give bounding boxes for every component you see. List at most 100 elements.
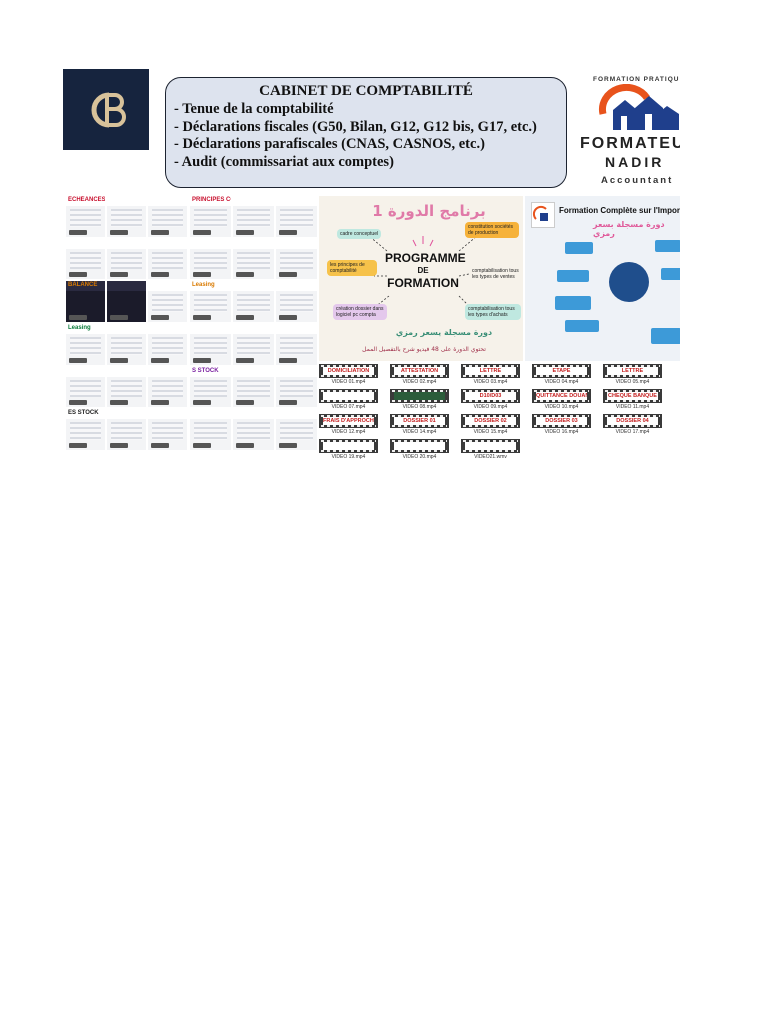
video-file-tile[interactable]: LETTRE VIDEO 05.mp4 (603, 364, 662, 386)
video-thumbnail[interactable] (233, 366, 274, 408)
video-thumbnail[interactable] (148, 409, 187, 450)
video-filename: VIDEO 04.mp4 (544, 379, 579, 385)
video-thumbnail[interactable] (190, 409, 231, 450)
film-strip-icon: FRAIS D'APPROCHE (319, 414, 378, 428)
duration-badge (151, 229, 169, 235)
video-tile-label: ETAPE (536, 367, 587, 375)
video-tile-label (394, 392, 445, 400)
video-thumbnail[interactable] (148, 238, 187, 280)
video-file-tile[interactable]: ETAPE VIDEO 04.mp4 (532, 364, 591, 386)
duration-badge (236, 400, 254, 406)
video-thumbnail[interactable] (148, 324, 187, 365)
video-file-tile[interactable]: VIDEO21.wmv (461, 439, 520, 461)
video-thumbnail[interactable]: Leasing (66, 324, 105, 365)
brand-name-2: NADIR (605, 154, 665, 170)
video-thumbnail[interactable]: ÉCHÉANCES (66, 196, 105, 237)
film-strip-icon (319, 439, 378, 453)
thumbnail-caption: ÉCHÉANCES (68, 197, 105, 203)
program-graphic: برنامج الدورة 1 PROGRAMME DE FORMATION c… (319, 196, 523, 361)
video-thumbnail[interactable] (107, 366, 146, 408)
video-filename: VIDEO 19.mp4 (331, 454, 366, 460)
duration-badge (279, 315, 297, 320)
program-node: création dossier dans logiciel pc compta (333, 304, 387, 320)
duration-badge (193, 272, 211, 278)
duration-badge (279, 229, 297, 235)
video-thumbnail[interactable]: ES STOCK (66, 409, 105, 450)
video-filename: VIDEO 12.mp4 (331, 429, 366, 435)
video-thumbnail[interactable] (107, 409, 146, 450)
video-thumbnail[interactable]: S STOCK (190, 366, 231, 408)
video-thumbnail[interactable] (107, 281, 146, 322)
video-thumbnail[interactable] (276, 409, 317, 450)
video-thumbnail[interactable] (148, 366, 187, 408)
video-thumbnail[interactable] (107, 196, 146, 237)
video-thumbnail[interactable] (233, 196, 274, 237)
video-thumbnail[interactable] (107, 238, 146, 280)
program-center-line: PROGRAMME (385, 251, 466, 265)
duration-badge (193, 400, 211, 406)
video-thumbnail[interactable] (276, 281, 317, 322)
video-thumbnail[interactable] (66, 366, 105, 408)
duration-badge (279, 272, 297, 278)
duration-badge (110, 443, 128, 448)
video-thumbnail[interactable] (276, 366, 317, 408)
video-thumbnail[interactable] (190, 324, 231, 365)
video-file-tile[interactable]: VIDEO 07.mp4 (319, 389, 378, 411)
video-thumbnail[interactable] (276, 238, 317, 280)
brand-name-3: Accountant (601, 175, 674, 186)
video-thumbnail[interactable]: PRINCIPES COMPTABLES (190, 196, 231, 237)
video-tile-label: DOMICILIATION (323, 367, 374, 375)
duration-badge (193, 229, 211, 235)
video-file-tile[interactable]: QUITTANCE DOUANEVIDEO 10.mp4 (532, 389, 591, 411)
program-footer: تحتوي الدورة على 48 فيديو شرح بالتفصيل ا… (362, 346, 486, 353)
video-thumbnail[interactable] (276, 324, 317, 365)
video-thumbnail[interactable] (107, 324, 146, 365)
film-strip-icon (390, 439, 449, 453)
video-thumbnail[interactable] (233, 281, 274, 322)
video-thumbnail[interactable] (190, 238, 231, 280)
thumbnail-caption: PRINCIPES COMPTABLES (192, 197, 231, 203)
building-icon (598, 84, 679, 130)
duration-badge (110, 272, 128, 278)
video-filename: VIDEO 16.mp4 (544, 429, 579, 435)
video-thumbnail[interactable] (233, 409, 274, 450)
thumbnail-caption: S STOCK (192, 367, 219, 374)
duration-badge (193, 315, 211, 320)
video-thumbnail[interactable]: BALANCE (66, 281, 105, 322)
video-thumbnail[interactable] (66, 238, 105, 280)
video-file-tile[interactable]: VIDEO 19.mp4 (319, 439, 378, 461)
formation-title: Formation Complète sur l'Import (559, 206, 680, 215)
thumbnail-caption: Leasing (192, 282, 215, 289)
formation-logo-icon (531, 202, 555, 228)
video-tile-label: QUITTANCE DOUANE (536, 392, 587, 400)
brand-tagline: FORMATION PRATIQU (593, 76, 680, 83)
duration-badge (236, 229, 254, 235)
video-thumbnail[interactable] (233, 238, 274, 280)
program-center-line: DE (417, 266, 429, 275)
video-thumbnail[interactable] (148, 196, 187, 237)
video-filename: VIDEO 05.mp4 (615, 379, 650, 385)
formation-import-graphic: Formation Complète sur l'Import دورة مسج… (525, 196, 680, 361)
thumbnail-caption: BALANCE (68, 282, 98, 289)
video-thumbnail[interactable] (276, 196, 317, 237)
brand-logo: FORMATION PRATIQU FORMATEU NADIR Account… (577, 72, 680, 190)
video-file-tile[interactable]: VIDEO 20.mp4 (390, 439, 449, 461)
video-thumbnail[interactable]: Leasing (190, 281, 231, 322)
video-file-tile[interactable]: VIDEO 08.mp4 (390, 389, 449, 411)
film-strip-icon: LETTRE (603, 364, 662, 378)
video-tile-label: LETTRE (607, 367, 658, 375)
film-strip-icon: DOSSIER 03 (532, 414, 591, 428)
formation-tag (555, 296, 591, 310)
video-thumbnail[interactable] (148, 281, 187, 322)
video-thumbnail[interactable] (233, 324, 274, 365)
